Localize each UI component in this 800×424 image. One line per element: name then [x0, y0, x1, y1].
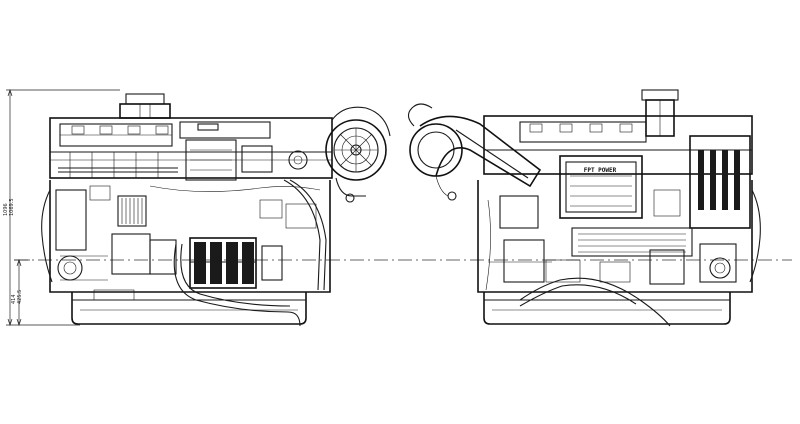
dim-overall-height-2: 1069.5: [9, 199, 15, 217]
dim-lower-height-2: 425.5: [17, 290, 23, 304]
dim-overall-height-1: 1096: [3, 203, 9, 216]
engine-left-view: [41, 93, 391, 327]
dim-lower-height-1: 414: [11, 294, 17, 304]
engine-right-view: FPT POWER: [407, 89, 761, 327]
nameplate-label: FPT POWER: [584, 167, 617, 174]
dimension-lines: [6, 88, 120, 327]
